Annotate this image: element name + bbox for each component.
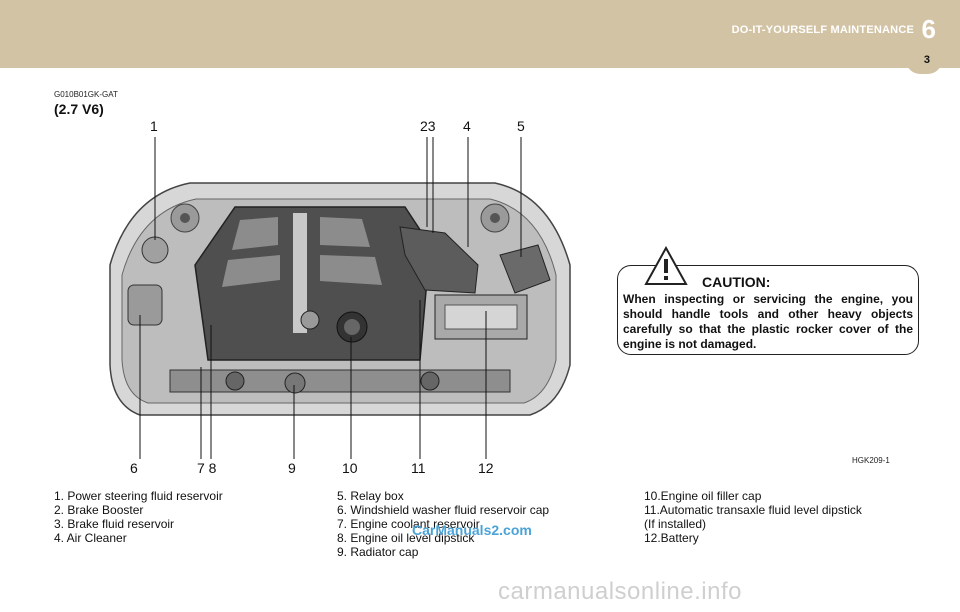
- section-title: DO-IT-YOURSELF MAINTENANCE: [731, 24, 914, 36]
- caution-box: CAUTION: When inspecting or servicing th…: [617, 246, 919, 355]
- chapter-number: 6: [921, 14, 936, 44]
- callout-4: 4: [463, 118, 471, 134]
- legend-column-1: 1. Power steering fluid reservoir 2. Bra…: [54, 489, 223, 545]
- legend-item: 6. Windshield washer fluid reservoir cap: [337, 503, 550, 517]
- legend-item: 12.Battery: [644, 531, 699, 545]
- callout-2-3: 23: [420, 118, 436, 134]
- watermark-carmanuals2: CarManuals2.com: [412, 522, 532, 538]
- callout-5: 5: [517, 118, 525, 134]
- legend-item: 1. Power steering fluid reservoir: [54, 489, 223, 503]
- callout-11: 11: [411, 460, 426, 476]
- page-number: 3: [923, 54, 930, 66]
- legend-item: 4. Air Cleaner: [54, 531, 127, 545]
- legend-item: 2. Brake Booster: [54, 503, 144, 517]
- header-band: [0, 0, 960, 68]
- engine-variant: (2.7 V6): [54, 101, 104, 117]
- watermark-carmanualsonline: carmanualsonline.info: [498, 578, 742, 605]
- legend-item: 11.Automatic transaxle fluid level dipst…: [644, 503, 862, 517]
- legend-item: 7. Engine coolant reservoir: [337, 517, 480, 531]
- legend-column-3: 10.Engine oil filler cap 11.Automatic tr…: [644, 489, 862, 545]
- callout-6: 6: [130, 460, 138, 476]
- callout-10: 10: [342, 460, 358, 476]
- callout-7-8: 7 8: [197, 460, 217, 476]
- engine-bay-illustration: 1 23 4 5 6 7 8 9 10 11 12: [100, 115, 580, 476]
- callout-12: 12: [478, 460, 494, 476]
- callout-9: 9: [288, 460, 296, 476]
- legend-item: 8. Engine oil level dipstick: [337, 531, 475, 545]
- legend-item: 5. Relay box: [337, 489, 404, 503]
- legend-item: 10.Engine oil filler cap: [644, 489, 762, 503]
- page-tab: [906, 48, 942, 74]
- caution-body: When inspecting or servicing the engine,…: [623, 292, 913, 351]
- caution-title: CAUTION:: [702, 274, 771, 290]
- legend-column-2: 5. Relay box 6. Windshield washer fluid …: [337, 489, 549, 559]
- callout-1: 1: [150, 118, 158, 134]
- legend-item: 9. Radiator cap: [337, 545, 419, 559]
- warning-triangle-icon: [644, 246, 688, 285]
- figure-code: HGK209-1: [852, 456, 890, 465]
- legend-item: 3. Brake fluid reservoir: [54, 517, 175, 531]
- engine-bay-drawing: [109, 137, 571, 459]
- legend-item: (If installed): [644, 517, 707, 531]
- document-code: G010B01GK-GAT: [54, 90, 118, 99]
